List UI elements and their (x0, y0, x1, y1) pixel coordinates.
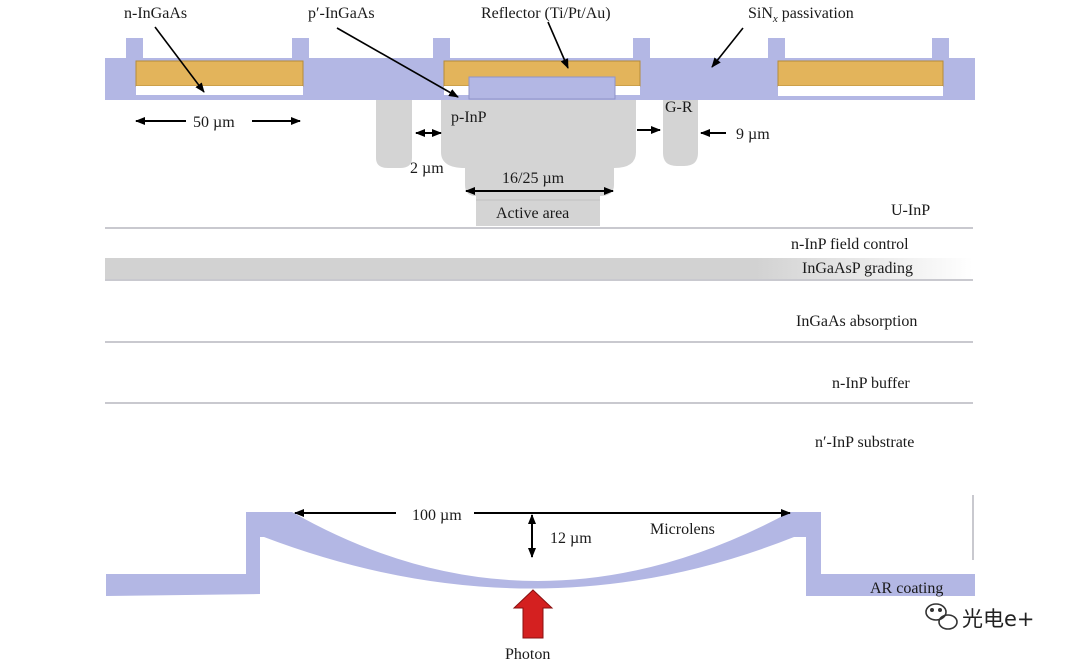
ingaasp-grading-layer (105, 258, 973, 279)
label-ingaas-absorption: InGaAs absorption (796, 313, 917, 330)
dimension-arrows (135, 117, 791, 558)
label-n-ingaas: n-InGaAs (124, 5, 187, 22)
label-u-inp: U-InP (891, 202, 930, 219)
label-n-inp-field-control: n-InP field control (791, 236, 909, 253)
watermark: 光电e+ (925, 603, 1035, 631)
n-ingaas-contact-left (135, 60, 304, 95)
label-dim-9: 9 µm (736, 126, 770, 143)
label-reflector: Reflector (Ti/Pt/Au) (481, 5, 611, 22)
label-photon: Photon (505, 646, 550, 663)
label-microlens: Microlens (650, 521, 715, 538)
watermark-text: 光电e+ (962, 607, 1035, 631)
label-dim-50: 50 µm (193, 114, 235, 131)
label-p-ingaas: p′-InGaAs (308, 5, 375, 22)
label-active-area: Active area (496, 205, 569, 222)
layer-boundaries (105, 227, 974, 560)
label-dim-2: 2 µm (410, 160, 444, 177)
label-ingaasp-grading: InGaAsP grading (802, 260, 913, 277)
g-r-region-left (376, 100, 412, 168)
microlens-ar-coating (106, 512, 975, 596)
label-sinx-passivation: SiNx passivation (748, 5, 854, 25)
wechat-icon (925, 603, 958, 630)
n-ingaas-contact-right (777, 60, 944, 96)
label-p-inp: p-InP (451, 109, 487, 126)
label-g-r: G-R (665, 99, 693, 116)
reflector-plate (468, 76, 616, 100)
label-n-inp-buffer: n-InP buffer (832, 375, 910, 392)
g-r-region-right (663, 100, 698, 166)
leader-lines (154, 21, 744, 98)
label-dim-100: 100 µm (412, 507, 462, 524)
label-ar-coating: AR coating (870, 580, 943, 597)
label-dim-16-25: 16/25 µm (502, 170, 565, 187)
photon-arrow-icon (512, 589, 554, 639)
label-substrate: n′-InP substrate (815, 434, 914, 451)
label-dim-12: 12 µm (550, 530, 592, 547)
